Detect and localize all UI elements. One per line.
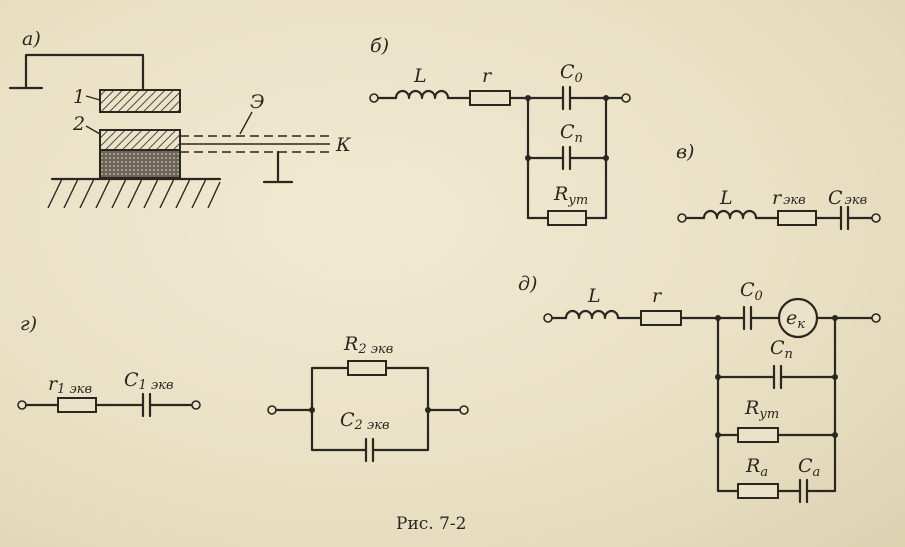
terminal-left — [369, 93, 379, 103]
resistor-r — [469, 90, 511, 106]
label-L: L — [413, 65, 427, 87]
label-r: r — [652, 285, 663, 307]
label-rut: Rут — [553, 183, 588, 208]
terminal-right — [871, 213, 881, 223]
terminal-left — [17, 400, 27, 410]
electrode-wire — [24, 53, 145, 92]
inductor-L — [564, 309, 620, 320]
resistor-rut — [547, 210, 587, 226]
panel-b-label: б) — [370, 35, 389, 57]
label-r2-ekv: R2 экв — [343, 333, 393, 357]
label-ek: eк — [786, 307, 805, 332]
panel-d-label: д) — [518, 273, 537, 295]
resistor-r2-ekv — [347, 360, 387, 376]
label-r1-ekv: r1 экв — [48, 373, 92, 397]
panel-g-label: г) — [20, 313, 37, 335]
panel-g: г) r1 экв C1 экв R2 экв C2 экв — [17, 313, 469, 463]
electrode-1 — [99, 89, 181, 113]
leader-2 — [85, 125, 101, 135]
label-e: Э — [250, 91, 265, 113]
terminal-right — [621, 93, 631, 103]
label-L: L — [587, 285, 601, 307]
label-L: L — [719, 187, 733, 209]
terminal-right — [191, 400, 201, 410]
panel-b: б) L r C0 Cп Rут — [369, 35, 631, 226]
leader-e — [239, 111, 253, 135]
base-hatch — [47, 178, 221, 209]
terminal-left-2 — [267, 405, 277, 415]
label-r: r — [482, 65, 493, 87]
resistor-rut — [737, 427, 779, 443]
panel-a: а) 1 2 Э К — [8, 28, 352, 209]
label-c1-ekv: C1 экв — [124, 369, 174, 393]
label-2: 2 — [72, 113, 85, 135]
inductor-L — [394, 89, 450, 100]
electrode-2 — [99, 129, 181, 151]
resistor-r-ekv — [777, 210, 817, 226]
label-k: К — [335, 134, 352, 156]
panel-d: д) L r C0 eк Cп — [518, 273, 881, 504]
resistor-r — [640, 310, 682, 326]
terminal-left — [543, 313, 553, 323]
figure-caption: Рис. 7-2 — [396, 514, 466, 534]
leader-1 — [85, 95, 101, 101]
label-cp: Cп — [560, 121, 583, 146]
terminal-left — [677, 213, 687, 223]
label-ca: Ca — [798, 455, 820, 480]
label-c0: C0 — [740, 279, 763, 304]
terminal-right-2 — [459, 405, 469, 415]
resistor-r1-ekv — [57, 397, 97, 413]
label-cp: Cп — [770, 337, 793, 362]
terminal-right — [871, 313, 881, 323]
label-c0: C0 — [560, 61, 583, 86]
label-c2-ekv: C2 экв — [340, 409, 390, 433]
inductor-L — [702, 209, 758, 220]
panel-v-label: в) — [676, 141, 694, 163]
crystal-block — [99, 149, 181, 179]
label-rut: Rут — [744, 397, 779, 422]
label-1: 1 — [73, 86, 85, 108]
resistor-ra — [737, 483, 779, 499]
label-ra: Ra — [745, 455, 768, 480]
panel-a-label: а) — [22, 28, 41, 50]
